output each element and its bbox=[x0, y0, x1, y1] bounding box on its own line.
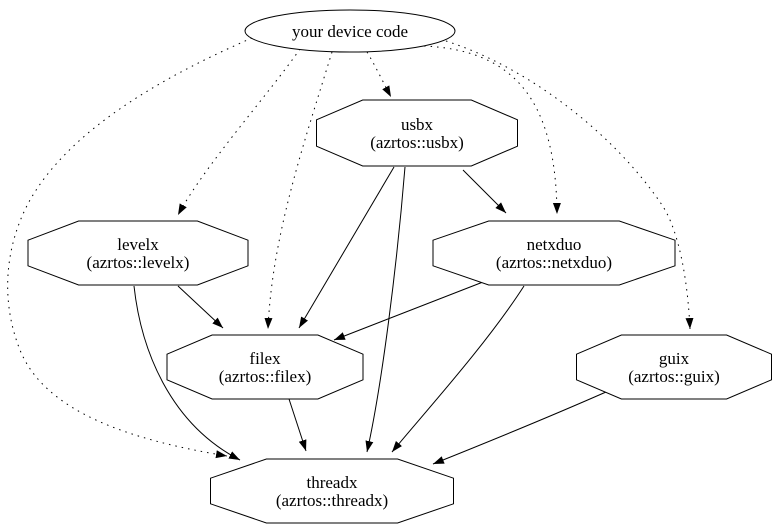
node-device: your device code bbox=[244, 9, 456, 53]
node-guix: guix(azrtos::guix) bbox=[576, 334, 772, 400]
levelx-octagon-shape bbox=[27, 220, 249, 286]
device-ellipse-shape bbox=[244, 9, 456, 53]
edge-netxduo-threadx bbox=[391, 285, 525, 453]
edge-device-guix bbox=[445, 40, 694, 330]
node-filex: filex(azrtos::filex) bbox=[166, 334, 364, 400]
edge-device-threadx bbox=[7, 37, 253, 459]
edges-layer bbox=[7, 37, 694, 465]
levelx-label: levelx(azrtos::levelx) bbox=[87, 235, 190, 272]
edge-device-usbx bbox=[366, 51, 392, 98]
threadx-octagon-shape bbox=[210, 458, 454, 524]
filex-octagon-shape bbox=[166, 334, 364, 400]
nodes-layer: your device codeusbx(azrtos::usbx)levelx… bbox=[27, 9, 772, 524]
node-netxduo: netxduo(azrtos::netxduo) bbox=[432, 220, 676, 286]
edge-guix-threadx bbox=[432, 391, 607, 465]
edge-device-levelx bbox=[177, 48, 301, 216]
node-usbx: usbx(azrtos::usbx) bbox=[316, 99, 518, 167]
edge-usbx-filex bbox=[298, 166, 395, 329]
node-levelx: levelx(azrtos::levelx) bbox=[27, 220, 249, 286]
guix-label: guix(azrtos::guix) bbox=[628, 349, 720, 386]
usbx-octagon-shape bbox=[316, 99, 518, 167]
netxduo-octagon-shape bbox=[432, 220, 676, 286]
edge-filex-threadx bbox=[288, 398, 307, 452]
edge-levelx-threadx bbox=[133, 285, 241, 461]
guix-octagon-shape bbox=[576, 334, 772, 400]
threadx-label: threadx(azrtos::threadx) bbox=[276, 473, 388, 510]
device-label: your device code bbox=[292, 22, 408, 41]
edge-netxduo-filex bbox=[333, 281, 484, 341]
edge-usbx-netxduo bbox=[462, 169, 507, 214]
node-threadx: threadx(azrtos::threadx) bbox=[210, 458, 454, 524]
edge-usbx-threadx bbox=[365, 166, 406, 453]
filex-label: filex(azrtos::filex) bbox=[219, 349, 312, 386]
usbx-label: usbx(azrtos::usbx) bbox=[370, 115, 463, 152]
edge-levelx-filex bbox=[177, 285, 224, 329]
netxduo-label: netxduo(azrtos::netxduo) bbox=[496, 235, 612, 272]
edge-device-netxduo bbox=[423, 45, 561, 215]
